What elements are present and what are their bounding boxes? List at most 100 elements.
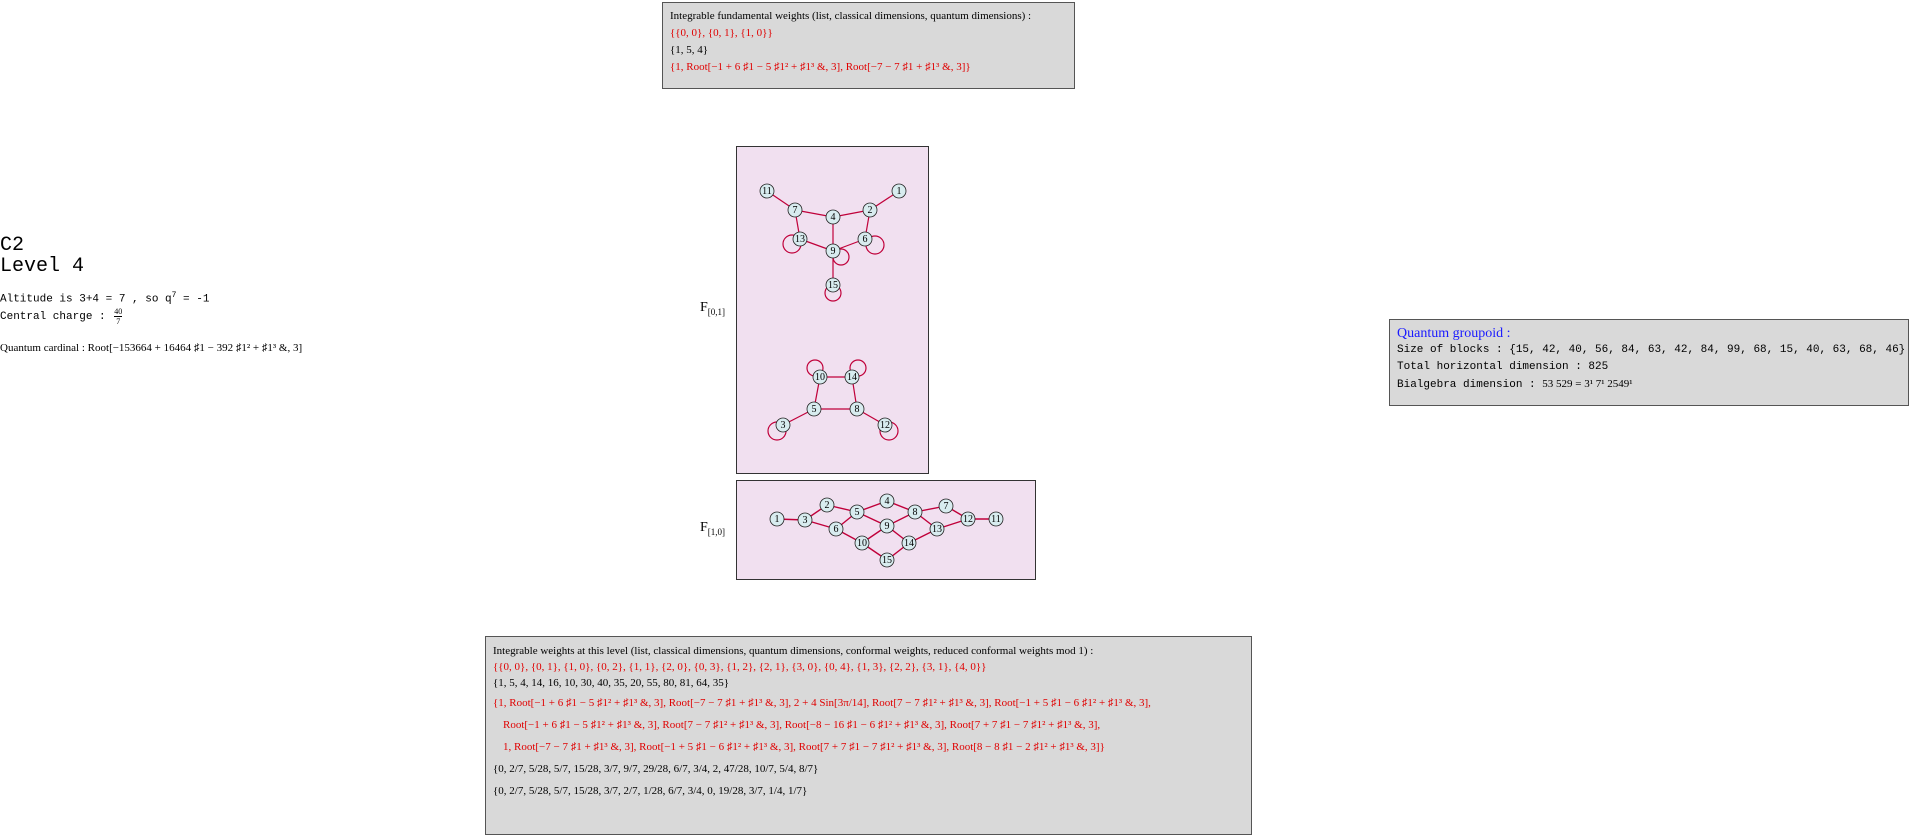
groupoid-horizontal: Total horizontal dimension : 825 — [1397, 361, 1609, 373]
node — [849, 504, 865, 520]
node — [825, 209, 841, 225]
node — [929, 521, 945, 537]
node-label: 9 — [885, 521, 890, 532]
node-label: 10 — [857, 538, 867, 549]
node — [787, 202, 803, 218]
node — [907, 504, 923, 520]
groupoid-blocks: Size of blocks : {15, 42, 40, 56, 84, 63… — [1397, 342, 1905, 359]
weights-header: Integrable weights at this level (list, … — [493, 645, 1094, 657]
quantum-cardinal-value: Root[−153664 + 16464 ♯1 − 392 ♯1² + ♯1³ … — [87, 342, 303, 354]
node — [825, 243, 841, 259]
node-label: 11 — [991, 514, 1001, 525]
node — [769, 511, 785, 527]
fundamental-list: {{0, 0}, {0, 1}, {1, 0}} — [670, 27, 773, 39]
node-label: 12 — [963, 514, 973, 525]
f01-label: F[0,1] — [700, 300, 725, 317]
node-label: 5 — [855, 507, 860, 518]
node-label: 7 — [793, 205, 798, 216]
f10-label-main: F — [700, 520, 708, 535]
f10-graph: 1 3 2 5 6 4 8 9 7 10 13 12 11 14 15 — [736, 480, 1036, 580]
node — [877, 417, 893, 433]
central-charge: Central charge : 40 7 — [0, 307, 123, 326]
node — [879, 493, 895, 509]
altitude-main: Altitude is 3+4 = 7 , so q — [0, 293, 172, 306]
node — [960, 511, 976, 527]
weights-reduced: {0, 2/7, 5/28, 5/7, 15/28, 3/7, 2/7, 1/2… — [493, 785, 808, 797]
groupoid-bialgebra-label: Bialgebra dimension : — [1397, 379, 1543, 391]
node — [806, 401, 822, 417]
level-label: Level 4 — [0, 255, 85, 278]
node-label: 8 — [855, 404, 860, 415]
altitude-text: Altitude is 3+4 = 7 , so q7 = -1 — [0, 291, 209, 306]
node — [819, 497, 835, 513]
weights-quantum-3: 1, Root[−7 − 7 ♯1 + ♯1³ &, 3], Root[−1 +… — [503, 741, 1105, 753]
fundamental-quantum: {1, Root[−1 + 6 ♯1 − 5 ♯1² + ♯1³ &, 3], … — [670, 61, 971, 73]
node — [759, 183, 775, 199]
fundamental-weights-box: Integrable fundamental weights (list, cl… — [662, 2, 1075, 89]
node-label: 4 — [831, 212, 836, 223]
f10-label-sub: [1,0] — [707, 526, 726, 537]
f01-graph: 11 1 7 4 2 13 6 9 15 10 14 5 8 3 12 — [736, 146, 929, 474]
node-label: 8 — [913, 507, 918, 518]
groupoid-blocks-value: {15, 42, 40, 56, 84, 63, 42, 84, 99, 68,… — [1509, 344, 1906, 356]
central-charge-den: 7 — [116, 317, 121, 326]
node-label: 2 — [825, 500, 830, 511]
node — [828, 521, 844, 537]
node-label: 3 — [781, 420, 786, 431]
fundamental-header: Integrable fundamental weights (list, cl… — [670, 10, 1032, 22]
node-label: 6 — [863, 234, 868, 245]
node-label: 15 — [828, 280, 838, 291]
node-label: 13 — [795, 234, 805, 245]
title-c2: C2 — [0, 234, 25, 257]
central-charge-num: 40 — [114, 307, 123, 317]
node — [901, 535, 917, 551]
altitude-exp: 7 — [171, 291, 177, 300]
weights-classical: {1, 5, 4, 14, 16, 10, 30, 40, 35, 20, 55… — [493, 677, 730, 689]
weights-quantum-1: {1, Root[−1 + 6 ♯1 − 5 ♯1² + ♯1³ &, 3], … — [493, 697, 1151, 709]
quantum-cardinal: Quantum cardinal : Root[−153664 + 16464 … — [0, 342, 302, 354]
node-label: 14 — [904, 538, 914, 549]
groupoid-bialgebra: Bialgebra dimension : 53 529 = 3¹ 7¹ 254… — [1397, 376, 1901, 394]
f01-label-main: F — [700, 300, 708, 315]
node-label: 15 — [882, 555, 892, 566]
node — [849, 401, 865, 417]
node — [879, 552, 895, 568]
node-label: 14 — [847, 372, 857, 383]
node-label: 7 — [944, 501, 949, 512]
f10-label: F[1,0] — [700, 520, 725, 537]
node-label: 3 — [803, 515, 808, 526]
altitude-tail: = -1 — [176, 293, 210, 306]
node-label: 12 — [880, 420, 890, 431]
f10-graph-svg: 1 3 2 5 6 4 8 9 7 10 13 12 11 14 15 — [769, 493, 1004, 568]
node-label: 10 — [815, 372, 825, 383]
node — [812, 369, 828, 385]
central-charge-label: Central charge : — [0, 310, 113, 323]
node-label: 2 — [868, 205, 873, 216]
node-label: 1 — [775, 514, 780, 525]
node-label: 11 — [762, 186, 772, 197]
integrable-weights-box: Integrable weights at this level (list, … — [485, 636, 1252, 835]
f01-graph-svg: 11 1 7 4 2 13 6 9 15 10 14 5 8 3 12 — [759, 183, 907, 441]
groupoid-bialgebra-value: 53 529 = 3¹ 7¹ 2549¹ — [1542, 378, 1633, 390]
weights-conformal: {0, 2/7, 5/28, 5/7, 15/28, 3/7, 9/7, 29/… — [493, 763, 819, 775]
node-label: 4 — [885, 496, 890, 507]
weights-list: {{0, 0}, {0, 1}, {1, 0}, {0, 2}, {1, 1},… — [493, 661, 987, 673]
quantum-cardinal-label: Quantum cardinal : — [0, 342, 88, 354]
fundamental-classical: {1, 5, 4} — [670, 44, 709, 56]
node — [862, 202, 878, 218]
groupoid-title: Quantum groupoid : — [1397, 326, 1511, 341]
node — [792, 231, 808, 247]
quantum-groupoid-box: Quantum groupoid : Size of blocks : {15,… — [1389, 319, 1909, 406]
central-charge-fraction: 40 7 — [114, 307, 123, 326]
node — [879, 518, 895, 534]
node — [891, 183, 907, 199]
node-label: 6 — [834, 524, 839, 535]
f01-label-sub: [0,1] — [707, 306, 726, 317]
node-label: 5 — [812, 404, 817, 415]
node — [825, 277, 841, 293]
node — [988, 511, 1004, 527]
node — [938, 498, 954, 514]
node — [797, 512, 813, 528]
node-label: 9 — [831, 246, 836, 257]
node — [854, 535, 870, 551]
